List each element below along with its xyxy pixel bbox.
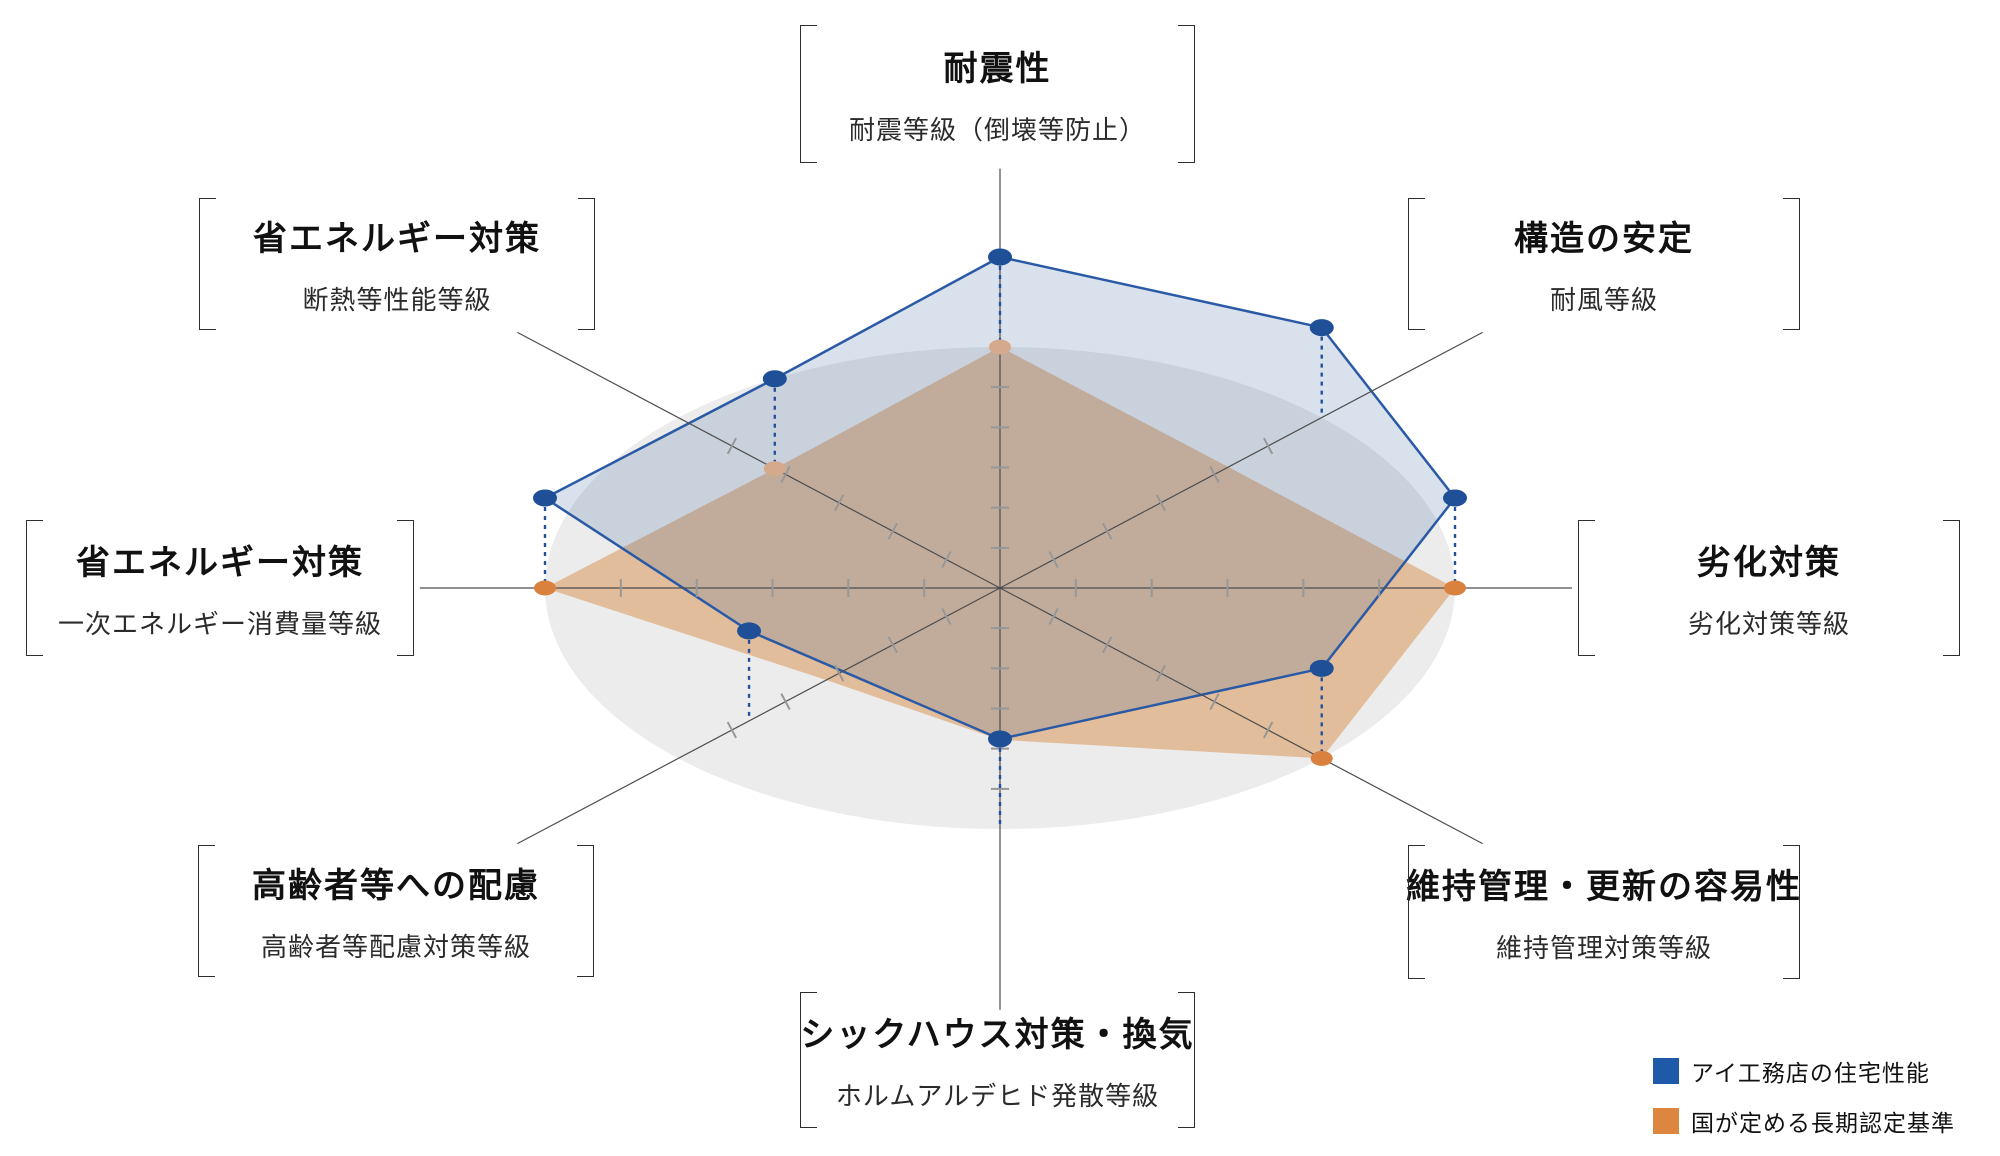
axis-tick (780, 465, 791, 483)
axis-label-deterioration-countermeasures: 劣化対策 劣化対策等級 (1578, 520, 1960, 656)
axis-label-elderly-consideration: 高齢者等への配慮 高齢者等配慮対策等級 (198, 845, 594, 977)
axis-title: 耐震性 (943, 49, 1052, 89)
axis-tick (1155, 664, 1166, 682)
axis-subtitle: 断熱等性能等級 (302, 286, 492, 316)
axis-tick (1209, 465, 1220, 483)
company-point (1309, 659, 1334, 677)
axis-tick (780, 693, 791, 711)
axis-title: 劣化対策 (1697, 543, 1841, 583)
axis-subtitle: ホルムアルデヒド発散等級 (835, 1082, 1160, 1112)
axis-tick (1048, 607, 1059, 625)
axis-tick (1263, 721, 1274, 739)
axis-label-maintenance-ease: 維持管理・更新の容易性 維持管理対策等級 (1406, 845, 1802, 979)
axis-tick (726, 437, 737, 455)
axis-tick (1048, 551, 1059, 569)
axis-line-top-right (999, 331, 1483, 589)
axis-title: 構造の安定 (1514, 219, 1694, 259)
legend-swatch-company (1653, 1058, 1679, 1084)
axis-label-primary-energy: 省エネルギー対策 一次エネルギー消費量等級 (26, 520, 414, 656)
axis-title: 高齢者等への配慮 (252, 866, 540, 906)
company-point (762, 370, 787, 388)
company-point (988, 730, 1012, 748)
axis-subtitle: 耐震等級（倒壊等防止） (848, 116, 1146, 146)
axis-line-top-left (517, 331, 1001, 589)
legend-swatch-criteria (1653, 1108, 1679, 1134)
axis-subtitle: 高齢者等配慮対策等級 (260, 933, 531, 963)
axis-tick (1155, 494, 1166, 512)
axis-label-earthquake-resistance: 耐震性 耐震等級（倒壊等防止） (800, 25, 1195, 163)
axis-subtitle: 劣化対策等級 (1687, 610, 1850, 640)
axis-tick (726, 721, 737, 739)
legend-item-company: アイ工務店の住宅性能 (1653, 1054, 1955, 1088)
company-point (737, 622, 762, 640)
company-point (1443, 489, 1467, 507)
axis-title: シックハウス対策・換気 (800, 1015, 1195, 1055)
company-point (1309, 319, 1334, 337)
axis-title: 省エネルギー対策 (253, 219, 541, 259)
axis-tick (941, 607, 952, 625)
axis-tick (1102, 636, 1113, 654)
company-point (988, 248, 1012, 266)
axis-tick (834, 664, 845, 682)
axis-title: 維持管理・更新の容易性 (1406, 867, 1802, 907)
axis-tick (1102, 522, 1113, 540)
legend-item-criteria: 国が定める長期認定基準 (1653, 1104, 1955, 1138)
company-point (533, 489, 557, 507)
axis-tick (887, 522, 898, 540)
axis-subtitle: 一次エネルギー消費量等級 (57, 610, 382, 640)
legend-label-company: アイ工務店の住宅性能 (1691, 1060, 1930, 1086)
axis-label-structural-stability: 構造の安定 耐風等級 (1408, 198, 1800, 330)
axis-tick (941, 551, 952, 569)
axis-title: 省エネルギー対策 (76, 543, 364, 583)
axis-tick (887, 636, 898, 654)
axis-subtitle: 維持管理対策等級 (1495, 934, 1712, 964)
axis-tick (1209, 693, 1220, 711)
criteria-point (1310, 750, 1333, 766)
criteria-point (763, 461, 786, 477)
criteria-point (1444, 580, 1466, 596)
legend: アイ工務店の住宅性能 国が定める長期認定基準 (1653, 1054, 1955, 1138)
axis-subtitle: 耐風等級 (1549, 286, 1658, 316)
criteria-point (989, 339, 1011, 355)
axis-line-bottom-left (517, 587, 1001, 845)
legend-label-criteria: 国が定める長期認定基準 (1691, 1110, 1955, 1136)
axis-label-insulation-performance: 省エネルギー対策 断熱等性能等級 (199, 198, 595, 330)
axis-tick (834, 494, 845, 512)
axis-tick (1263, 437, 1274, 455)
criteria-point (534, 580, 556, 596)
axis-line-bottom-right (999, 587, 1483, 845)
axis-label-sick-house-ventilation: シックハウス対策・換気 ホルムアルデヒド発散等級 (800, 992, 1195, 1128)
